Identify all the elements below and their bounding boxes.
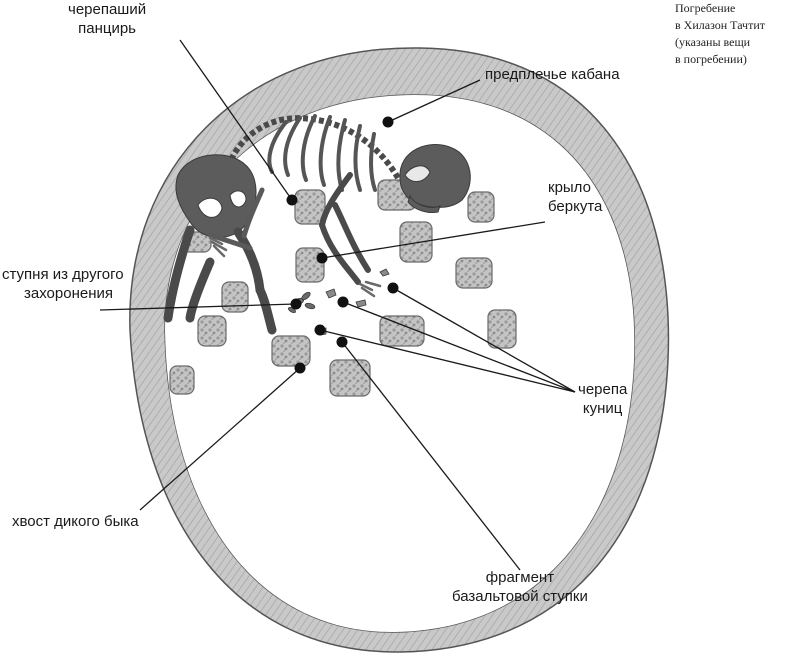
stone-group <box>169 179 517 397</box>
stone-block-icon <box>467 191 495 223</box>
item-marker-dot-icon <box>290 298 302 310</box>
stone-block-icon <box>487 309 517 349</box>
stone-block-icon <box>399 221 433 263</box>
leader-basalt <box>341 341 521 571</box>
stone-block-icon <box>221 281 249 313</box>
burial-pit-floor <box>165 95 635 633</box>
item-marker-dot-icon <box>314 324 326 336</box>
leader-eagle-wing <box>321 221 546 259</box>
item-marker-dot-icon <box>286 194 298 206</box>
stone-block-icon <box>197 315 227 347</box>
item-marker-dot-icon <box>337 296 349 308</box>
stone-block-icon <box>329 359 371 397</box>
leader-boar-forearm <box>387 79 481 123</box>
label-aurochs-tail: хвост дикого быка <box>12 513 139 530</box>
stone-block-icon <box>379 315 425 347</box>
leader-foot <box>99 303 297 311</box>
stone-block-icon <box>271 335 311 367</box>
leader-marten-3 <box>392 287 576 393</box>
figure-caption: Погребение в Хилазон Тачтит (указаны вещ… <box>675 1 765 66</box>
stone-block-icon <box>294 189 326 225</box>
item-marker-dot-icon <box>336 336 348 348</box>
leader-lines <box>99 39 576 571</box>
leader-turtle-shell <box>179 39 293 201</box>
label-boar-forearm: предплечье кабана <box>485 66 620 83</box>
item-marker-dot-icon <box>316 252 328 264</box>
leader-marten-2 <box>319 329 576 393</box>
item-marker-dot-icon <box>382 116 394 128</box>
stone-block-icon <box>455 257 493 289</box>
stone-block-icon <box>169 365 195 395</box>
item-marker-dots <box>286 116 399 374</box>
leader-marten-1 <box>342 301 576 393</box>
item-marker-dot-icon <box>294 362 306 374</box>
item-marker-dot-icon <box>387 282 399 294</box>
leader-aurochs-tail <box>139 367 301 511</box>
